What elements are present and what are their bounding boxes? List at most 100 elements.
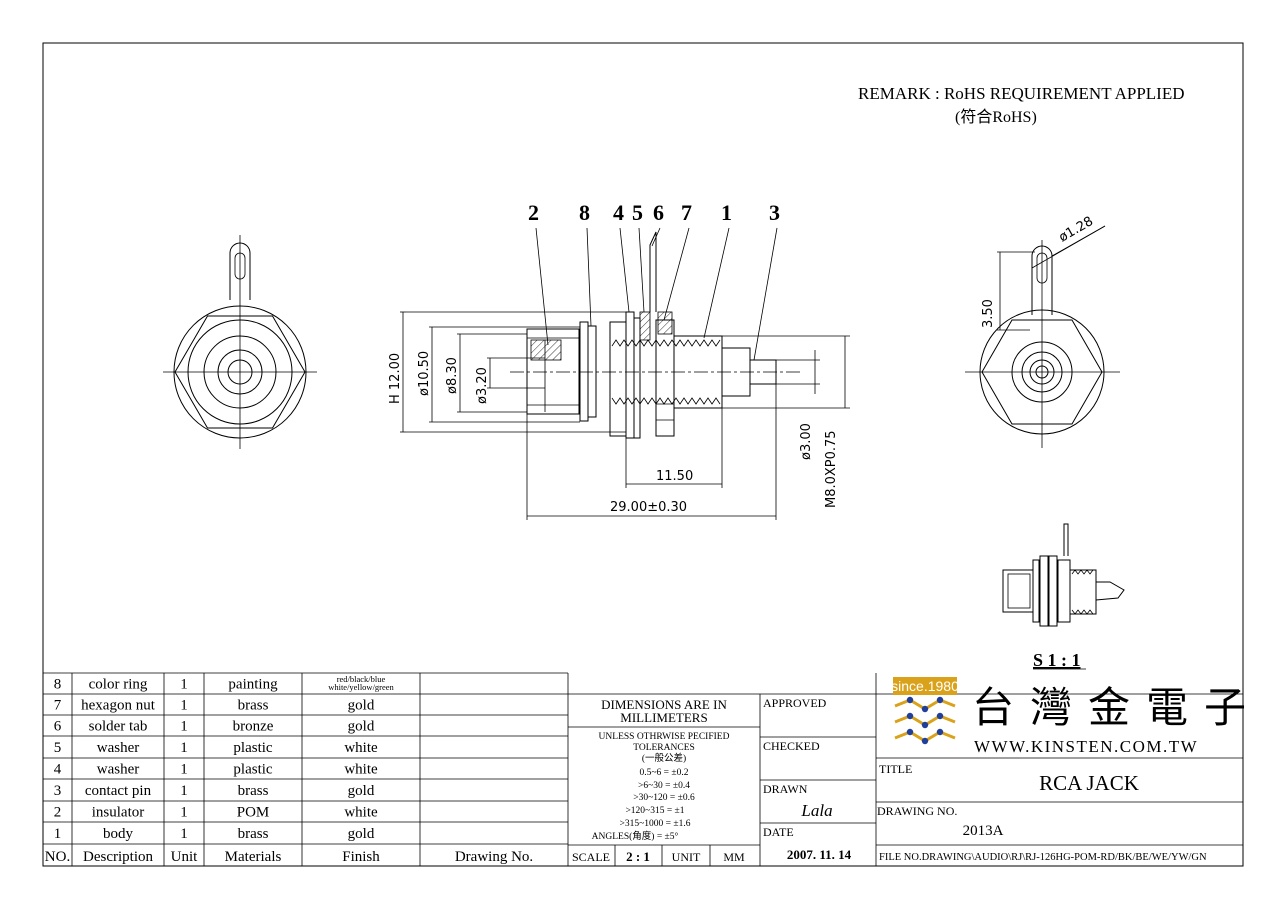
part-finish-2: white/yellow/green bbox=[328, 682, 394, 692]
part-material: brass bbox=[238, 698, 269, 714]
dim-hole-1-28: ø1.28 bbox=[1057, 214, 1096, 245]
part-unit: 1 bbox=[180, 677, 188, 693]
dimensions: H 12.00 ø10.50 ø8.30 ø3.20 11.50 29.00±0… bbox=[388, 311, 850, 520]
part-unit: 1 bbox=[180, 783, 188, 799]
part-no: 6 bbox=[54, 719, 62, 735]
balloon-5: 5 bbox=[632, 200, 643, 225]
header-no: NO. bbox=[45, 849, 70, 865]
tol-line-2: TOLERANCES bbox=[633, 743, 695, 753]
company-name-cn: 台灣金電子 bbox=[972, 685, 1262, 732]
drawn-label: DRAWN bbox=[763, 782, 808, 796]
part-material: plastic bbox=[233, 740, 272, 756]
remark-line-2: (符合RoHS) bbox=[955, 108, 1037, 126]
part-unit: 1 bbox=[180, 762, 188, 778]
part-description: body bbox=[103, 826, 134, 842]
part-finish: white bbox=[344, 762, 378, 778]
part-finish: red/black/blue bbox=[337, 674, 386, 684]
balloon-6: 6 bbox=[653, 200, 664, 225]
side-section-view bbox=[510, 231, 800, 439]
tol-title-1: DIMENSIONS ARE IN bbox=[601, 697, 727, 712]
part-finish: gold bbox=[348, 698, 375, 714]
dim-len-29: 29.00±0.30 bbox=[610, 500, 687, 515]
part-finish: white bbox=[344, 805, 378, 821]
tol-line-1: UNLESS OTHRWISE PECIFIED bbox=[599, 732, 730, 742]
scale-value: 2 : 1 bbox=[626, 849, 650, 864]
part-no: 8 bbox=[54, 677, 62, 693]
part-unit: 1 bbox=[180, 719, 188, 735]
part-finish: gold bbox=[348, 719, 375, 735]
drawing-no-value: 2013A bbox=[963, 823, 1004, 839]
part-finish: gold bbox=[348, 826, 375, 842]
part-no: 2 bbox=[54, 805, 62, 821]
part-no: 3 bbox=[54, 783, 62, 799]
tol-line-5: >6~30 = ±0.4 bbox=[638, 781, 690, 791]
part-no: 1 bbox=[54, 826, 62, 842]
date-label: DATE bbox=[763, 825, 794, 839]
part-finish: white bbox=[344, 740, 378, 756]
dim-d-8-30: ø8.30 bbox=[445, 357, 460, 394]
dim-h-12: H 12.00 bbox=[388, 353, 403, 404]
approved-label: APPROVED bbox=[763, 696, 827, 710]
checked-label: CHECKED bbox=[763, 739, 820, 753]
header-drawing-no: Drawing No. bbox=[455, 849, 533, 865]
title-label: TITLE bbox=[879, 762, 912, 776]
part-no: 7 bbox=[54, 698, 62, 714]
title-value: RCA JACK bbox=[1039, 771, 1139, 795]
part-description: contact pin bbox=[85, 783, 152, 799]
parts-header: NO. Description Unit Materials Finish Dr… bbox=[45, 849, 533, 865]
tolerance-block: DIMENSIONS ARE IN MILLIMETERS UNLESS OTH… bbox=[568, 693, 761, 866]
part-unit: 1 bbox=[180, 826, 188, 842]
rear-view-right: 3.50 ø1.28 bbox=[965, 214, 1120, 448]
tol-title-2: MILLIMETERS bbox=[620, 710, 707, 725]
dim-thread: M8.0XP0.75 bbox=[824, 430, 839, 508]
part-material: plastic bbox=[233, 762, 272, 778]
balloon-2: 2 bbox=[528, 200, 539, 225]
scale-view-1-1 bbox=[1002, 523, 1125, 627]
tol-line-9: ANGLES(角度) = ±5° bbox=[592, 830, 679, 842]
part-material: brass bbox=[238, 783, 269, 799]
dim-len-11-50: 11.50 bbox=[656, 469, 693, 484]
drawing-no-label: DRAWING NO. bbox=[877, 804, 957, 818]
part-unit: 1 bbox=[180, 698, 188, 714]
part-material: POM bbox=[237, 805, 270, 821]
part-no: 4 bbox=[54, 762, 62, 778]
unit-label: UNIT bbox=[672, 850, 701, 864]
header-description: Description bbox=[83, 849, 153, 865]
drawn-by: Lala bbox=[800, 801, 832, 820]
since-badge bbox=[893, 677, 957, 695]
balloon-3: 3 bbox=[769, 200, 780, 225]
dim-d-10-50: ø10.50 bbox=[417, 351, 432, 396]
part-description: insulator bbox=[92, 805, 145, 821]
tol-line-6: >30~120 = ±0.6 bbox=[633, 793, 695, 803]
balloon-4: 4 bbox=[613, 200, 624, 225]
since-text: since.1980 bbox=[891, 678, 959, 694]
sheet-border bbox=[42, 42, 1244, 867]
part-unit: 1 bbox=[180, 805, 188, 821]
part-material: painting bbox=[228, 677, 278, 693]
part-description: hexagon nut bbox=[81, 698, 156, 714]
parts-table bbox=[43, 672, 569, 866]
company-logo-icon bbox=[894, 696, 956, 745]
part-unit: 1 bbox=[180, 740, 188, 756]
part-description: washer bbox=[97, 762, 139, 778]
part-material: bronze bbox=[233, 719, 274, 735]
part-balloons: 2 8 4 5 6 7 1 3 bbox=[528, 200, 780, 361]
part-finish: gold bbox=[348, 783, 375, 799]
part-material: brass bbox=[238, 826, 269, 842]
signoff-block: APPROVED CHECKED DRAWN Lala DATE 2007. 1… bbox=[760, 673, 877, 866]
scale-label: SCALE bbox=[572, 850, 610, 864]
tol-line-4: 0.5~6 = ±0.2 bbox=[640, 768, 689, 778]
tol-line-8: >315~1000 = ±1.6 bbox=[620, 819, 691, 829]
tol-line-7: >120~315 = ±1 bbox=[625, 806, 684, 816]
company-url: WWW.KINSTEN.COM.TW bbox=[974, 737, 1198, 756]
balloon-7: 7 bbox=[681, 200, 692, 225]
file-no: FILE NO.DRAWING\AUDIO\RJ\RJ-126HG-POM-RD… bbox=[879, 852, 1207, 863]
remark-line-1: REMARK : RoHS REQUIREMENT APPLIED bbox=[858, 84, 1185, 103]
header-materials: Materials bbox=[225, 849, 282, 865]
header-unit: Unit bbox=[171, 849, 199, 865]
balloon-1: 1 bbox=[721, 200, 732, 225]
scale-note: S 1 : 1 bbox=[1033, 650, 1081, 670]
dim-d-3-00: ø3.00 bbox=[799, 423, 814, 460]
part-description: solder tab bbox=[89, 719, 148, 735]
